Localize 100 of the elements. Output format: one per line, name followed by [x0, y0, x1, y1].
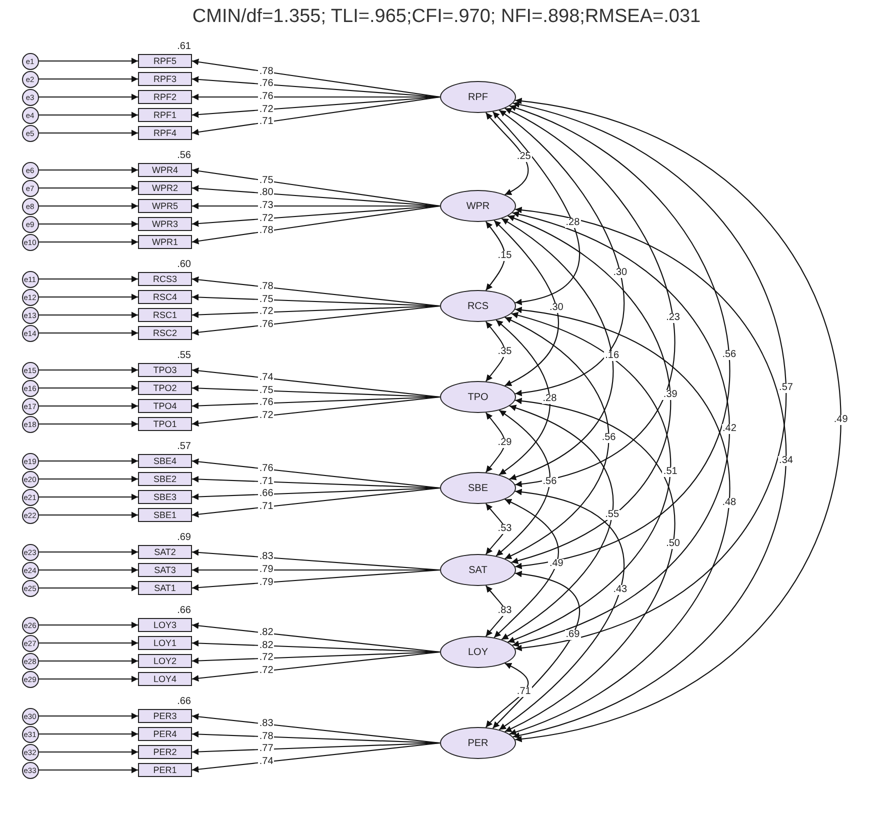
covariance-arrow — [485, 662, 529, 728]
latent-variable-ellipse: PER — [440, 727, 516, 759]
observed-variable-box: TPO4 — [138, 399, 192, 413]
edge-label: .72 — [258, 410, 274, 421]
r-squared-label: .57 — [177, 441, 191, 452]
edge-label: .66 — [258, 489, 274, 500]
r-squared-label: .69 — [177, 532, 191, 543]
covariance-arrow — [501, 218, 614, 480]
edge-label: .28 — [564, 218, 581, 228]
variable-name: RPF5 — [153, 56, 176, 66]
covariance-arrow — [509, 105, 730, 569]
observed-variable-box: SBE2 — [138, 472, 192, 486]
edge-label: .83 — [258, 719, 274, 730]
observed-variable-box: RPF3 — [138, 72, 192, 86]
arrow — [38, 58, 138, 64]
arrow — [38, 748, 138, 756]
edge-label: .75 — [258, 386, 274, 396]
edge-label: .72 — [258, 104, 274, 115]
variable-name: SAT2 — [154, 547, 176, 557]
arrow — [38, 566, 138, 574]
covariance-arrow — [485, 585, 506, 637]
arrow — [38, 676, 138, 682]
edge-label: .69 — [564, 630, 581, 640]
variable-name: TPO3 — [153, 365, 177, 375]
edge-label: .51 — [662, 466, 678, 477]
arrow — [38, 640, 138, 646]
variable-name: LOY3 — [153, 620, 176, 630]
arrow — [38, 476, 138, 482]
edge-label: .16 — [604, 351, 620, 362]
observed-variable-box: SAT3 — [138, 563, 192, 577]
covariance-arrow — [494, 220, 559, 386]
latent-variable-ellipse: SBE — [440, 472, 516, 504]
edge-label: .76 — [258, 79, 274, 90]
covariance-arrow — [485, 503, 506, 555]
edge-label: .82 — [258, 628, 274, 638]
observed-variable-box: TPO1 — [138, 417, 192, 431]
edge-label: .76 — [258, 398, 274, 408]
edge-label: .79 — [258, 578, 274, 588]
loading-arrow — [192, 76, 440, 98]
loading-arrow — [192, 622, 440, 653]
observed-variable-box: RSC4 — [138, 290, 192, 304]
covariance-arrow — [508, 312, 671, 643]
covariance-arrow — [512, 102, 787, 651]
arrow — [38, 420, 138, 428]
edge-label: .57 — [778, 382, 794, 393]
loading-arrow — [192, 96, 440, 118]
loading-arrow — [192, 458, 440, 489]
edge-label: .78 — [258, 66, 274, 77]
fit-statistics-title: CMIN/df=1.355; TLI=.965;CFI=.970; NFI=.898;RMSEA=.031 — [191, 6, 702, 28]
edge-label: .72 — [258, 666, 274, 676]
latent-variable-ellipse: TPO — [440, 381, 516, 413]
edge-label: .71 — [516, 687, 532, 698]
edge-label: .75 — [258, 176, 274, 186]
edge-label: .30 — [612, 268, 628, 278]
arrow — [38, 366, 138, 374]
covariance-arrow — [485, 112, 529, 196]
edge-label: .83 — [496, 606, 513, 616]
edge-label: .34 — [778, 456, 794, 466]
arrow — [38, 130, 138, 136]
variable-name: WPR4 — [152, 165, 178, 175]
observed-variable-box: PER1 — [138, 763, 192, 777]
observed-variable-box: LOY2 — [138, 654, 192, 668]
covariance-arrow — [496, 410, 550, 556]
edge-label: .35 — [496, 346, 513, 356]
edge-label: .71 — [258, 502, 274, 512]
covariance-arrow — [496, 320, 550, 476]
edge-label: .56 — [542, 476, 558, 487]
edge-label: .56 — [721, 350, 738, 360]
arrow — [38, 658, 138, 664]
covariance-arrow — [485, 321, 506, 382]
arrow — [38, 238, 138, 246]
covariance-arrow — [509, 307, 730, 735]
r-squared-label: .55 — [177, 350, 191, 361]
r-squared-label: .66 — [177, 605, 191, 616]
edge-label: .49 — [548, 558, 564, 569]
edge-label: .43 — [612, 584, 628, 595]
edge-label: .53 — [496, 524, 513, 534]
arrow — [38, 202, 138, 210]
loading-arrow — [192, 396, 440, 427]
edge-label: .78 — [258, 226, 274, 236]
latent-variable-ellipse: LOY — [440, 636, 516, 668]
edge-label: .56 — [600, 433, 617, 443]
edge-label: .50 — [665, 539, 681, 550]
edge-label: .15 — [496, 251, 513, 261]
edge-label: .72 — [258, 214, 274, 224]
observed-variable-box: WPR5 — [138, 199, 192, 213]
loading-arrow — [192, 651, 440, 682]
arrow — [38, 112, 138, 118]
loading-arrow — [192, 549, 440, 571]
observed-variable-box: PER4 — [138, 727, 192, 741]
edge-label: .73 — [258, 201, 274, 211]
observed-variable-box: RPF1 — [138, 108, 192, 122]
edge-label: .25 — [516, 152, 532, 162]
r-squared-label: .61 — [177, 41, 191, 52]
loading-arrow — [192, 276, 440, 307]
variable-name: RCS3 — [152, 274, 177, 284]
latent-variable-ellipse: WPR — [440, 190, 516, 222]
arrow — [38, 220, 138, 228]
covariance-arrow — [494, 498, 559, 638]
observed-variable-box: RSC2 — [138, 326, 192, 340]
